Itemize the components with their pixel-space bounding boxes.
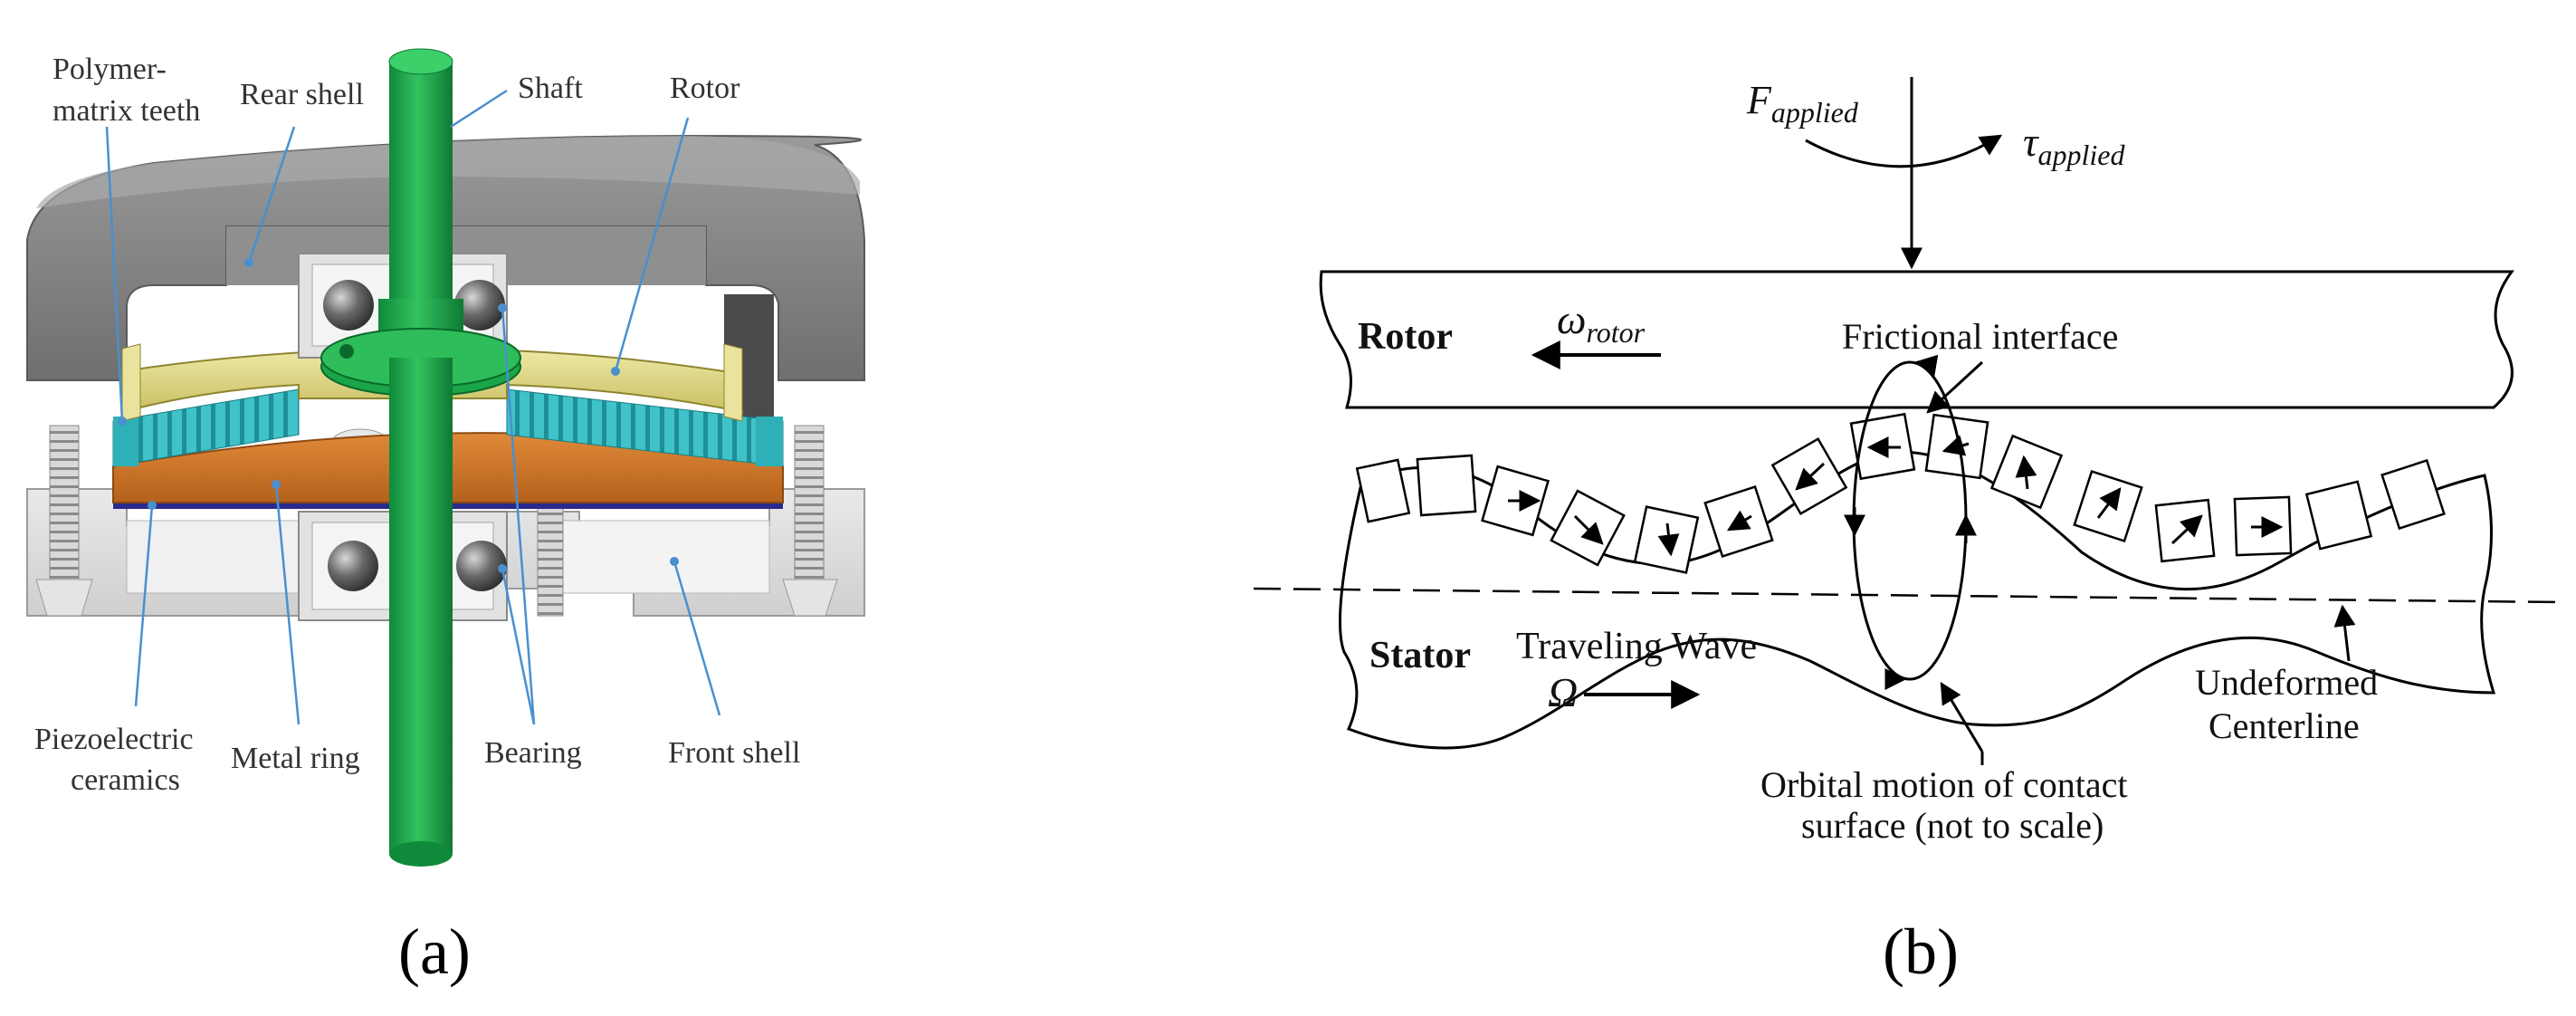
label-traveling-wave: Traveling Wave (1516, 626, 1757, 667)
label-tau-applied: τapplied (2023, 119, 2125, 171)
teeth-base-left (113, 417, 138, 466)
orbital-pointer (1940, 681, 1984, 752)
label-rotor-b: Rotor (1358, 316, 1453, 358)
label-polymer-line1: Polymer- (52, 53, 167, 86)
orbital-ellipse-arrows (1844, 354, 1977, 690)
label-orbital-line1: Orbital motion of contact (1760, 764, 2127, 805)
rotor-rim-right (723, 343, 743, 422)
tooth (1633, 505, 1700, 574)
label-bearing: Bearing (484, 736, 582, 770)
label-shaft: Shaft (518, 72, 583, 105)
label-piezo-line2: ceramics (71, 763, 180, 797)
screw-left (35, 425, 93, 617)
caption-a: (a) (398, 915, 471, 988)
tooth (1416, 454, 1477, 517)
f-main: F (1746, 78, 1772, 122)
caption-b: (b) (1883, 915, 1959, 988)
label-polymer-line2: matrix teeth (52, 94, 200, 128)
omega-main: ω (1557, 296, 1586, 342)
tau-main: τ (2023, 119, 2039, 165)
rotor-body (1319, 270, 2514, 409)
undeformed-arrow (2333, 604, 2356, 662)
label-orbital-line2: surface (not to scale) (1801, 805, 2104, 846)
label-front-shell: Front shell (668, 736, 800, 770)
screw-right (782, 425, 838, 617)
label-stator: Stator (1369, 635, 1471, 676)
label-f-applied: Fapplied (1746, 78, 1859, 129)
omega-sub: rotor (1586, 316, 1645, 349)
label-omega-rotor: ωrotor (1557, 296, 1646, 349)
label-metal-ring: Metal ring (231, 742, 360, 775)
rotor-rim (121, 343, 141, 422)
shaft (320, 48, 521, 867)
teeth-base-right (756, 417, 783, 466)
label-rear-shell: Rear shell (240, 78, 364, 111)
undeformed-centerline (1253, 587, 2562, 604)
torque-arrow (1805, 134, 2003, 168)
label-big-omega: Ω (1548, 669, 1578, 715)
label-undeformed-line2: Centerline (2209, 705, 2360, 746)
f-sub: applied (1771, 96, 1859, 129)
label-piezo-line1: Piezoelectric (34, 723, 194, 756)
panel-a: Polymer- matrix teeth Rear shell Shaft R… (26, 48, 865, 988)
leader-lines-a (105, 89, 721, 725)
label-frictional-interface: Frictional interface (1842, 316, 2118, 357)
tooth (2380, 458, 2446, 531)
panel-b: Fapplied τapplied Rotor ωrotor Frictiona… (1253, 77, 2562, 988)
label-undeformed-line1: Undeformed (2195, 662, 2378, 703)
tau-sub: applied (2037, 139, 2125, 171)
label-rotor: Rotor (670, 72, 740, 105)
tooth (1355, 458, 1411, 523)
frictional-arrow (1926, 360, 1984, 414)
front-shell-pocket (560, 520, 770, 594)
tooth-velocity-arrows (1508, 435, 2284, 557)
tooth (2304, 480, 2373, 551)
